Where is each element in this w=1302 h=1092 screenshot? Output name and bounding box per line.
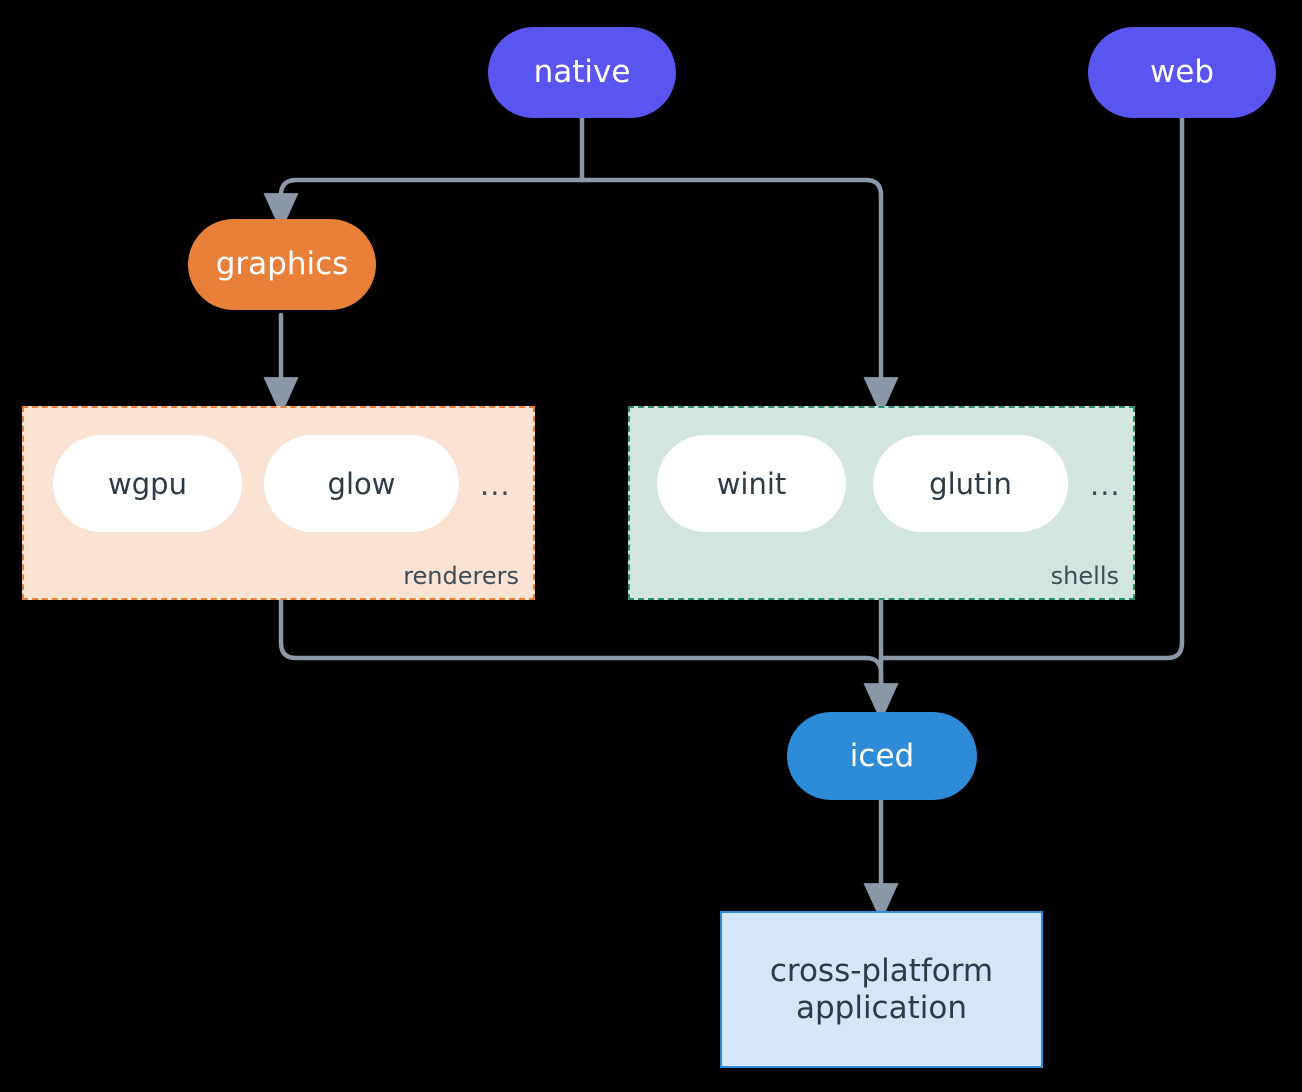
group-member-glutin[interactable]: glutin [873, 435, 1068, 532]
edge-native-to-graphics [263, 177, 585, 232]
group-member-glow-label: glow [327, 466, 396, 501]
edge-web-to-iced [878, 115, 1185, 661]
group-member-wgpu-label: wgpu [108, 466, 187, 501]
group-member-wgpu[interactable]: wgpu [53, 435, 242, 532]
node-web-label: web [1149, 54, 1215, 91]
node-graphics-label: graphics [215, 246, 349, 283]
node-web[interactable]: web [1088, 27, 1276, 118]
node-application-label: cross-platform application [769, 952, 994, 1026]
group-renderers-caption: renderers [403, 562, 519, 590]
edge-renderers-to-iced [278, 597, 899, 722]
group-shells[interactable]: winit glutin ... shells [628, 406, 1135, 600]
node-iced-label: iced [849, 737, 915, 774]
group-member-winit-label: winit [716, 466, 787, 501]
group-shells-ellipsis: ... [1090, 468, 1121, 502]
node-native-label: native [533, 54, 631, 91]
group-member-glutin-label: glutin [929, 466, 1012, 501]
node-native[interactable]: native [488, 27, 676, 118]
node-iced[interactable]: iced [787, 712, 977, 800]
group-renderers-ellipsis: ... [480, 468, 511, 502]
group-renderers[interactable]: wgpu glow ... renderers [22, 406, 535, 600]
group-member-glow[interactable]: glow [264, 435, 459, 532]
group-shells-caption: shells [1050, 562, 1119, 590]
group-member-winit[interactable]: winit [657, 435, 846, 532]
node-application[interactable]: cross-platform application [720, 911, 1043, 1068]
edge-native-to-shells [579, 177, 899, 416]
node-graphics[interactable]: graphics [188, 219, 376, 310]
